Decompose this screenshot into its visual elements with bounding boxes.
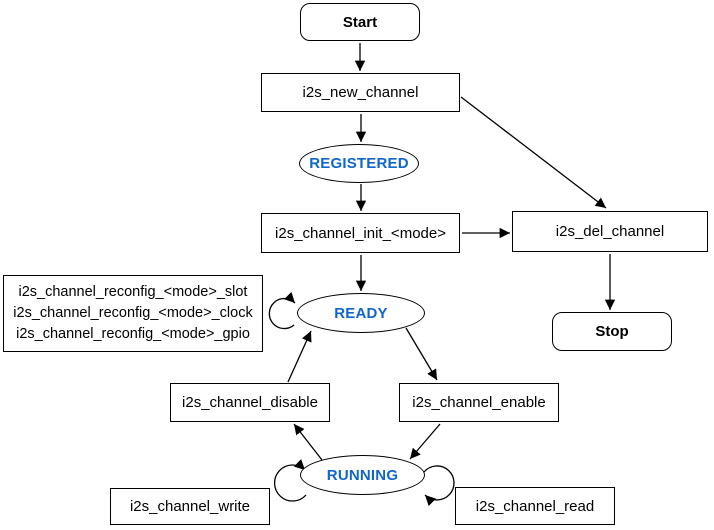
node-stop-label: Stop (595, 323, 629, 340)
node-i2s-new-channel-label: i2s_new_channel (302, 84, 419, 101)
edge-enable-to-running (409, 423, 441, 460)
node-i2s-channel-init: i2s_channel_init_<mode> (261, 213, 460, 253)
state-running-label: RUNNING (326, 466, 399, 484)
node-stop: Stop (552, 312, 672, 351)
node-start-label: Start (342, 13, 378, 31)
edge-disable-to-ready (287, 330, 312, 383)
edge-ready-to-enable (405, 327, 438, 381)
node-i2s-new-channel: i2s_new_channel (261, 73, 460, 112)
node-i2s-channel-init-label: i2s_channel_init_<mode> (275, 224, 446, 242)
node-i2s-channel-reconfig: i2s_channel_reconfig_<mode>_slot i2s_cha… (3, 275, 263, 352)
node-i2s-channel-enable: i2s_channel_enable (399, 383, 559, 422)
reconfig-clock-label: i2s_channel_reconfig_<mode>_clock (13, 304, 253, 321)
node-i2s-channel-enable-label: i2s_channel_enable (412, 394, 546, 411)
edge-running-to-disable (293, 423, 323, 461)
node-i2s-channel-read: i2s_channel_read (455, 487, 615, 525)
state-running: RUNNING (300, 455, 425, 495)
state-registered: REGISTERED (299, 144, 419, 183)
node-i2s-del-channel-label: i2s_del_channel (555, 223, 665, 240)
node-i2s-channel-write: i2s_channel_write (110, 488, 270, 525)
edge-new-channel-to-del-channel (460, 96, 607, 209)
state-ready-label: READY (334, 304, 388, 322)
node-start: Start (300, 3, 420, 41)
reconfig-gpio-label: i2s_channel_reconfig_<mode>_gpio (16, 326, 250, 342)
node-i2s-del-channel: i2s_del_channel (512, 211, 708, 252)
state-registered-label: REGISTERED (309, 155, 409, 172)
edge-running-self-loop-read (423, 465, 455, 507)
node-i2s-channel-disable-label: i2s_channel_disable (182, 394, 318, 411)
state-ready: READY (297, 293, 425, 333)
reconfig-slot-label: i2s_channel_reconfig_<mode>_slot (18, 283, 248, 300)
node-i2s-channel-read-label: i2s_channel_read (475, 497, 595, 515)
node-i2s-channel-disable: i2s_channel_disable (170, 383, 330, 422)
edge-ready-self-loop (268, 291, 296, 330)
node-i2s-channel-write-label: i2s_channel_write (129, 498, 251, 515)
